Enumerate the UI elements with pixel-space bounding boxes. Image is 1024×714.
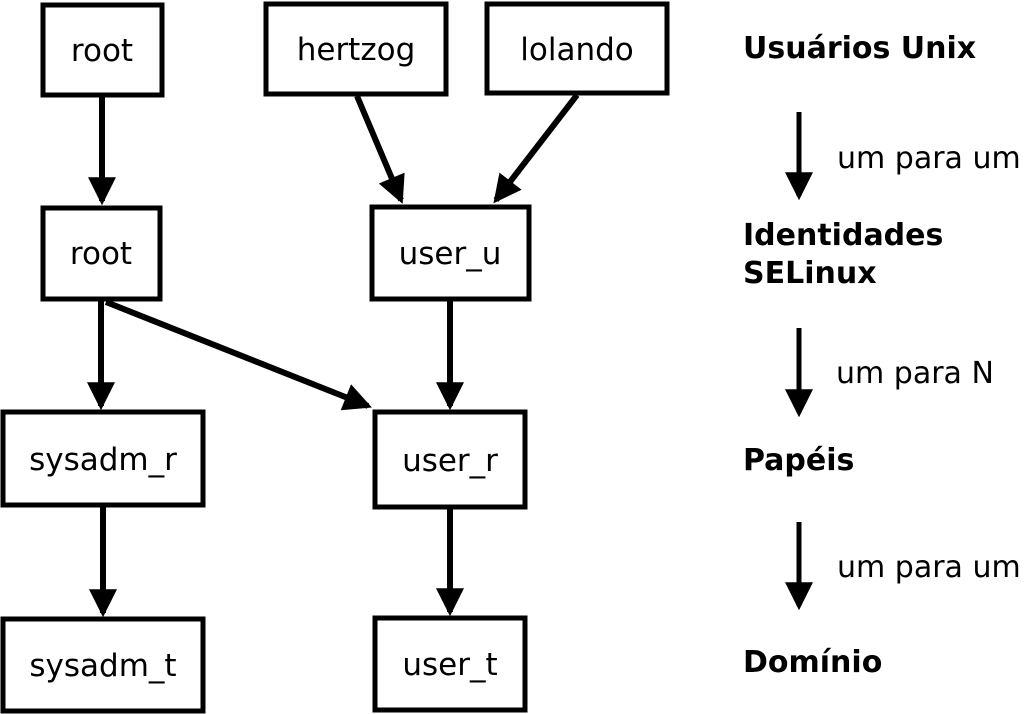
legend-level-identidades-line2: SELinux [743,256,877,291]
edge-lolando-to-user-u [493,93,580,204]
node-user-u-label: user_u [399,236,502,272]
node-sysadm-r: sysadm_r [0,409,206,508]
node-root-selinux-label: root [70,236,132,272]
node-user-u-box [369,204,532,302]
node-user-t: user_t [372,615,528,713]
node-hertzog-box [263,1,449,97]
node-sysadm-t: sysadm_t [0,616,206,714]
node-sysadm-r-box [0,409,206,508]
legend-level-usuarios-unix: Usuários Unix [743,31,976,66]
legend-level-identidades-line1: Identidades [743,218,943,253]
node-root-selinux-box [40,205,163,302]
node-sysadm-r-label: sysadm_r [29,442,177,478]
node-lolando: lolando [484,1,670,96]
node-lolando-label: lolando [520,32,633,68]
node-root-unix-label: root [71,33,133,69]
edge-hertzog-to-user-u [354,94,405,204]
node-sysadm-t-label: sysadm_t [29,648,176,684]
node-user-t-box [372,615,528,713]
legend-relation-one-to-n: um para N [836,356,994,391]
node-user-r: user_r [372,409,528,510]
node-root-selinux: root [40,205,163,302]
node-root-unix: root [40,2,165,98]
node-lolando-box [484,1,670,96]
node-user-u: user_u [369,204,532,302]
node-root-unix-box [40,2,165,98]
node-user-r-label: user_r [402,443,498,479]
node-user-t-label: user_t [402,647,497,683]
node-user-r-box [372,409,528,510]
node-hertzog-label: hertzog [297,32,416,68]
legend-relation-one-to-one-2: um para um [837,550,1021,585]
legend-level-papeis: Papéis [743,443,854,478]
edge-root-selinux-to-user-r [104,299,372,411]
legend-relation-one-to-one-1: um para um [837,141,1021,176]
legend-level-dominio: Domínio [743,645,882,680]
node-sysadm-t-box [0,616,206,714]
node-hertzog: hertzog [263,1,449,97]
